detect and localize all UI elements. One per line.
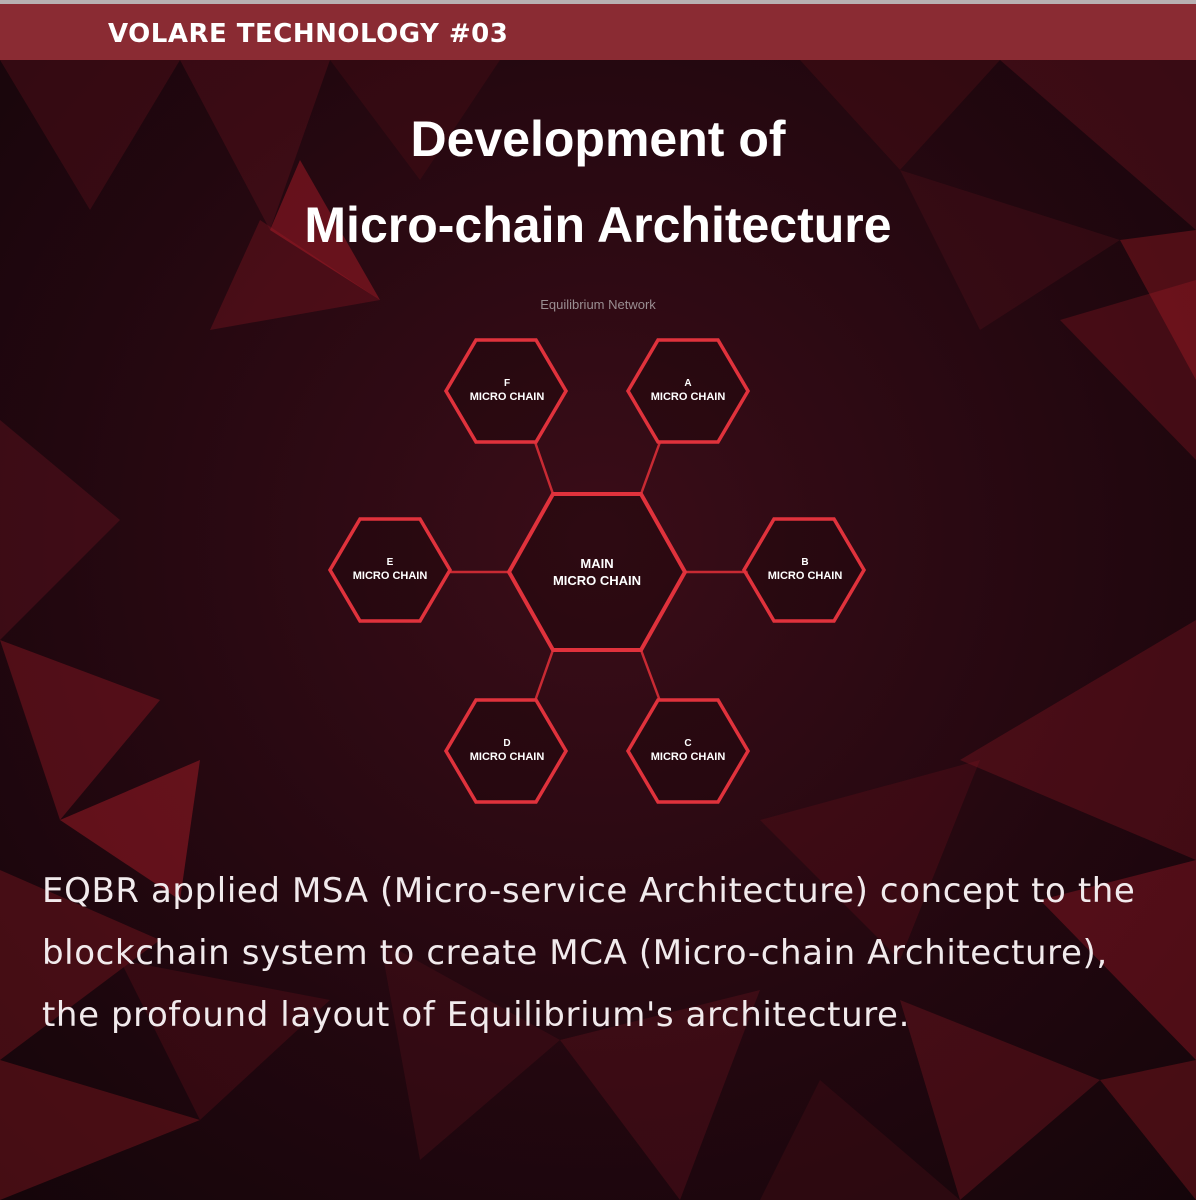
- edge-main-d: [533, 649, 555, 702]
- title-line-1: Development of: [410, 111, 786, 167]
- main-label-line-2: MICRO CHAIN: [553, 573, 641, 588]
- hex-c-label: MICRO CHAIN: [651, 751, 726, 763]
- main-label-line-1: MAIN: [580, 556, 613, 571]
- hex-c-micro-chain: C MICRO CHAIN: [625, 698, 751, 804]
- hex-b-micro-chain: B MICRO CHAIN: [741, 517, 867, 623]
- hex-d-label: MICRO CHAIN: [470, 751, 545, 763]
- hex-f-micro-chain: F MICRO CHAIN: [443, 338, 569, 444]
- page-title: Development of Micro-chain Architecture: [0, 96, 1196, 268]
- hex-a-label: MICRO CHAIN: [651, 391, 726, 403]
- edge-main-f: [533, 441, 555, 495]
- hex-a-letter: A: [684, 378, 691, 389]
- hex-c-letter: C: [684, 738, 691, 749]
- header-label: VOLARE TECHNOLOGY #03: [108, 19, 509, 49]
- top-strip: [0, 0, 1196, 4]
- hex-e-letter: E: [387, 557, 394, 568]
- edge-main-c: [639, 649, 662, 702]
- description-paragraph: EQBR applied MSA (Micro-service Architec…: [42, 871, 1136, 1035]
- edge-main-a: [639, 441, 662, 495]
- hex-a-micro-chain: A MICRO CHAIN: [625, 338, 751, 444]
- hex-e-label: MICRO CHAIN: [353, 570, 428, 582]
- hex-d-micro-chain: D MICRO CHAIN: [443, 698, 569, 804]
- hex-main-micro-chain: MAIN MICRO CHAIN: [506, 492, 688, 652]
- hex-b-label: MICRO CHAIN: [768, 570, 843, 582]
- hex-b-letter: B: [801, 557, 808, 568]
- hex-f-letter: F: [504, 378, 510, 389]
- network-label: Equilibrium Network: [540, 297, 656, 312]
- hex-f-label: MICRO CHAIN: [470, 391, 545, 403]
- hex-d-letter: D: [503, 738, 510, 749]
- title-line-2: Micro-chain Architecture: [304, 197, 892, 253]
- header-band: VOLARE TECHNOLOGY #03: [0, 4, 1196, 60]
- hex-e-micro-chain: E MICRO CHAIN: [327, 517, 453, 623]
